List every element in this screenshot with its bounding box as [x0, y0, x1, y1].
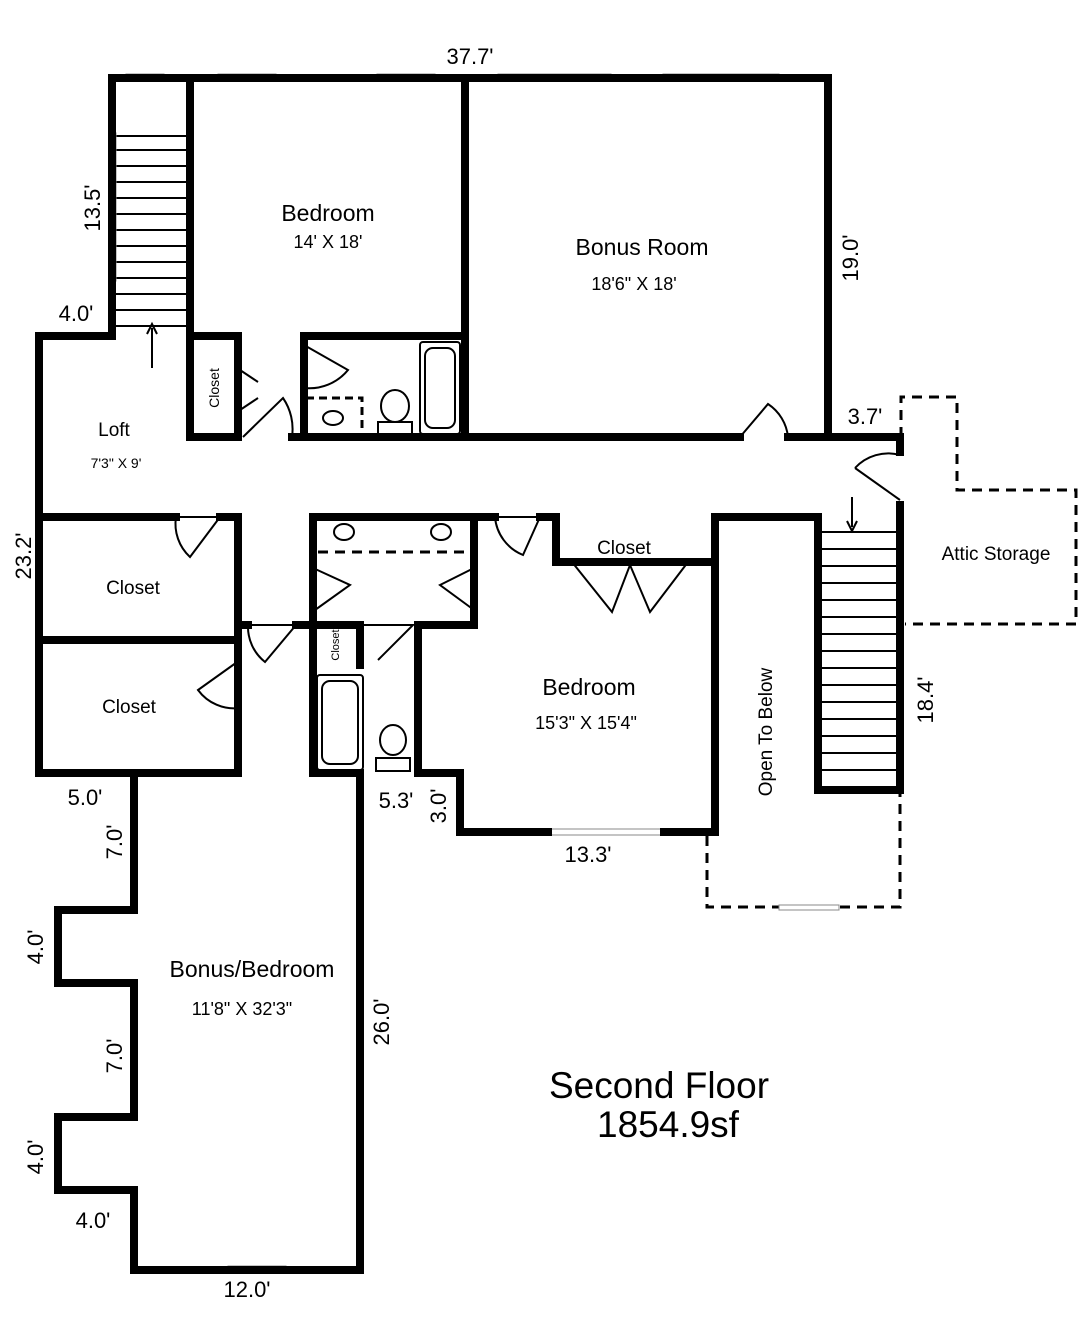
bedroom-top-size: 14' X 18' — [294, 232, 363, 252]
floor-title: Second Floor — [549, 1065, 769, 1106]
bonus-bedroom-name: Bonus/Bedroom — [170, 956, 335, 982]
bonus-room-size: 18'6" X 18' — [591, 274, 676, 294]
walls — [35, 74, 904, 1274]
closet-left-1-label: Closet — [106, 578, 161, 599]
attic-storage-label: Attic Storage — [942, 544, 1051, 565]
dim-bb-bottom: 12.0' — [223, 1277, 270, 1302]
dim-bed-bottom: 13.3' — [564, 842, 611, 867]
stair-right — [818, 497, 900, 771]
open-to-below-label: Open To Below — [756, 667, 777, 796]
bedroom-top-name: Bedroom — [281, 200, 374, 226]
closet-bath-label: Closet — [330, 629, 342, 660]
bonus-room-name: Bonus Room — [576, 234, 709, 260]
dim-stair-ledge: 4.0' — [59, 301, 94, 326]
dim-bb-mid: 7.0' — [102, 1039, 127, 1074]
loft-size: 7'3" X 9' — [91, 455, 142, 471]
open-to-below-outline — [705, 793, 902, 909]
dim-bb-ledge: 4.0' — [76, 1208, 111, 1233]
dim-bb-bay1: 4.0' — [23, 930, 48, 965]
closet-bedroom-label: Closet — [597, 538, 652, 559]
bath-mid-fixtures — [316, 523, 474, 772]
dim-bath-step: 3.0' — [426, 789, 451, 824]
loft-name: Loft — [98, 420, 130, 441]
doors — [174, 344, 901, 710]
floor-area: 1854.9sf — [597, 1104, 740, 1145]
dim-bb-upper: 7.0' — [102, 825, 127, 860]
dim-stair-right: 18.4' — [913, 676, 938, 723]
dim-closet-bottom: 5.0' — [68, 785, 103, 810]
bedroom-mid-name: Bedroom — [542, 674, 635, 700]
closet-small-top-label: Closet — [206, 368, 222, 408]
bedroom-mid-size: 15'3" X 15'4" — [535, 713, 637, 733]
dim-bb-right: 26.0' — [369, 998, 394, 1045]
dim-right-jog: 3.7' — [848, 404, 883, 429]
stair-top-left — [116, 135, 188, 368]
dim-stair-height: 13.5' — [80, 184, 105, 231]
closet-left-2-label: Closet — [102, 697, 157, 718]
dim-bath-ledge: 5.3' — [379, 788, 414, 813]
dim-left-height: 23.2' — [11, 532, 36, 579]
dim-bb-bay2: 4.0' — [23, 1140, 48, 1175]
dim-top-width: 37.7' — [446, 44, 493, 69]
bath-top-fixtures — [304, 341, 461, 438]
bonus-bedroom-size: 11'8" X 32'3" — [192, 999, 292, 1019]
dim-bonus-right: 19.0' — [838, 234, 863, 281]
attic-storage-outline — [899, 395, 1078, 626]
